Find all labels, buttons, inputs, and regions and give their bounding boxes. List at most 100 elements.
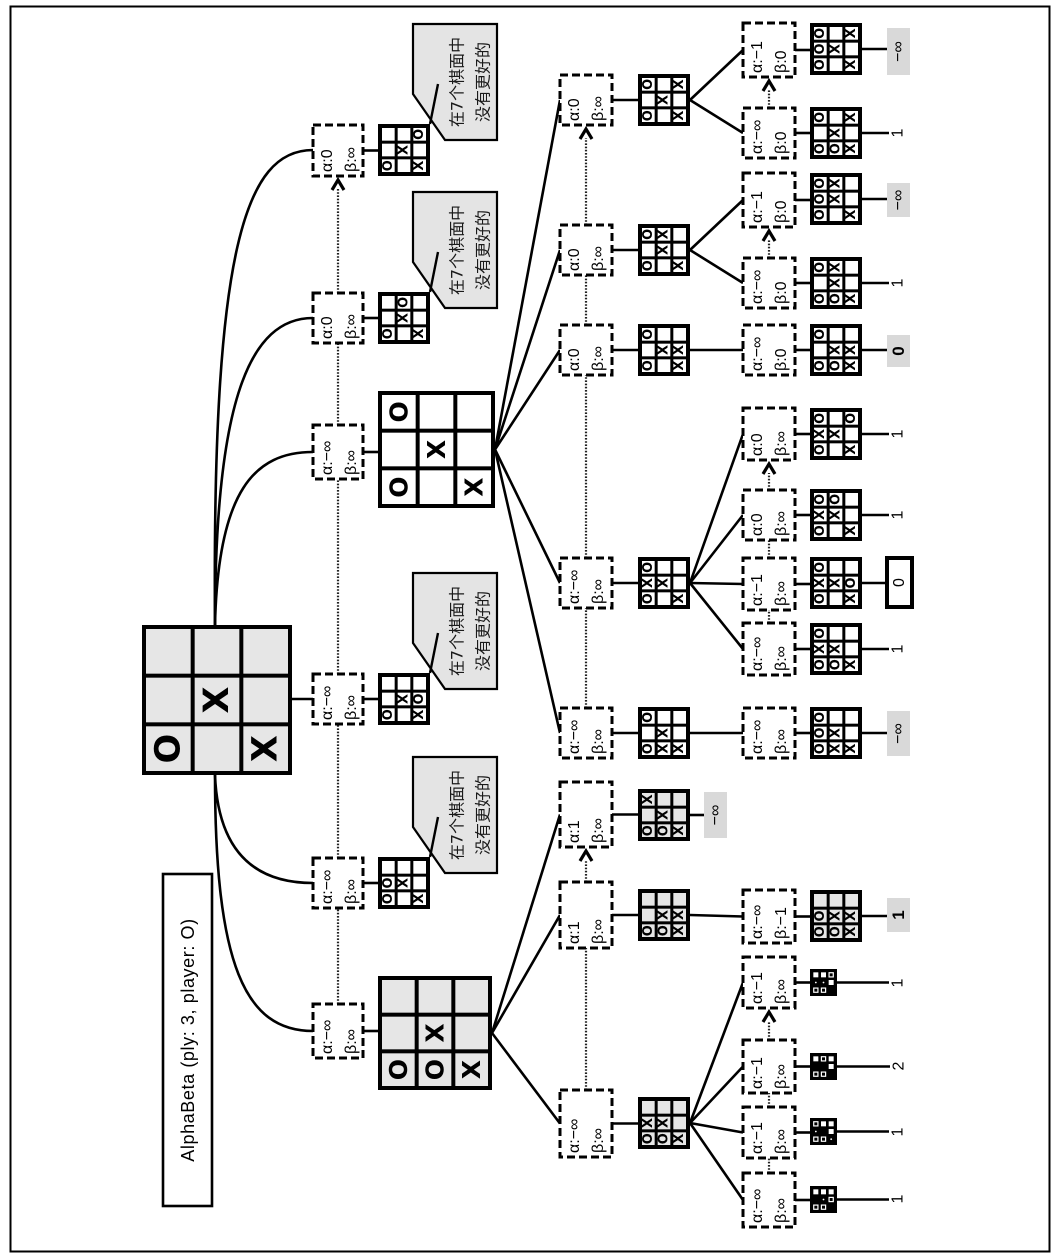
board-cell (642, 1101, 655, 1114)
cell-mark: X (844, 210, 859, 220)
cell-mark: O (813, 112, 828, 123)
board-cell (455, 1016, 488, 1050)
board-cell (845, 328, 858, 341)
best-value-box (885, 556, 914, 609)
cell-mark: X (829, 278, 844, 288)
board-cell (413, 861, 426, 874)
beta-value: 0 (773, 348, 790, 357)
board-cell (673, 793, 686, 806)
sibling-links (330, 77, 777, 1173)
board-cell (814, 412, 827, 425)
cell-mark: X (246, 735, 286, 762)
board-cell (657, 742, 671, 755)
alpha-value: −1 (749, 972, 766, 990)
beta-label: β:0 (773, 348, 790, 371)
board-cell (829, 58, 843, 71)
cell-mark: O (829, 360, 844, 371)
alpha-label: α:0 (749, 513, 766, 536)
board-cell (673, 109, 686, 122)
beta-label: β:∞ (773, 431, 790, 456)
cell-mark: X (412, 161, 427, 171)
cell-mark: X (813, 510, 828, 520)
shaded-value-box (887, 335, 910, 367)
cell-mark: O (381, 709, 396, 720)
beta-value: ∞ (343, 450, 360, 461)
board-cell (814, 711, 827, 724)
beta-value: ∞ (773, 729, 790, 740)
alpha-prefix: α: (749, 140, 766, 154)
beta-prefix: β: (343, 325, 360, 339)
beta-value: ∞ (590, 818, 607, 829)
board-cell (382, 395, 416, 429)
board-cell (642, 228, 655, 241)
board-cell (397, 892, 411, 905)
cell-mark: X (672, 1134, 687, 1144)
alpha-value: 0 (566, 348, 583, 357)
beta-prefix: β: (590, 257, 607, 271)
board-cell (845, 576, 858, 590)
board-cell (397, 159, 411, 172)
tree-edge (493, 249, 562, 450)
board-cell (814, 726, 827, 740)
alpha-prefix: α: (749, 925, 766, 939)
board-cell (829, 412, 843, 425)
board-cell (642, 243, 655, 257)
board-cell (642, 576, 655, 590)
board-cell (397, 692, 411, 706)
cell-mark: X (412, 329, 427, 339)
beta-prefix: β: (773, 59, 790, 73)
alpha-beta-box (311, 856, 365, 910)
board-cell (657, 924, 671, 937)
mini-cell (821, 1189, 826, 1195)
callout-text: 没有更好的 (474, 591, 493, 671)
beta-value: −1 (773, 907, 790, 925)
cell-mark: X (657, 810, 672, 820)
alpha-beta-box (741, 1038, 797, 1095)
board-cell (457, 432, 491, 467)
board-cell (413, 708, 426, 721)
alpha-value: −∞ (749, 120, 766, 141)
board-cell (413, 128, 426, 141)
beta-value: ∞ (773, 581, 790, 592)
board-cell (845, 343, 858, 357)
board-cell (382, 692, 395, 706)
beta-label: β:0 (773, 200, 790, 223)
beta-label: β:∞ (590, 579, 607, 604)
alpha-prefix: α: (749, 522, 766, 536)
alpha-prefix: α: (566, 107, 583, 121)
board-cell (382, 708, 395, 721)
alpha-value: 0 (319, 316, 336, 325)
beta-value: ∞ (773, 646, 790, 657)
beta-label: β:∞ (590, 818, 607, 843)
cell-mark: X (829, 429, 844, 439)
board-cell (829, 443, 843, 456)
board-cell (642, 726, 655, 740)
board-cell (845, 711, 858, 724)
beta-value: ∞ (773, 1129, 790, 1140)
board-cell (845, 742, 858, 755)
board-cell (814, 261, 827, 274)
cell-mark: O (813, 727, 828, 738)
board-cell (829, 508, 843, 522)
tree-edge (493, 448, 562, 584)
alpha-value: 0 (319, 149, 336, 158)
cell-mark: O (829, 293, 844, 304)
cell-mark: X (844, 594, 859, 604)
alpha-value: 0 (749, 513, 766, 522)
board-cell (673, 359, 686, 372)
alpha-label: α:−∞ (319, 686, 336, 720)
board-cell (642, 561, 655, 574)
board-cell (657, 726, 671, 740)
tree-edge (688, 1122, 745, 1201)
board-cell (829, 261, 843, 274)
board-cell (829, 925, 843, 938)
cell-mark: X (672, 361, 687, 371)
cell-mark: O (641, 743, 656, 754)
board-cell (642, 824, 655, 837)
